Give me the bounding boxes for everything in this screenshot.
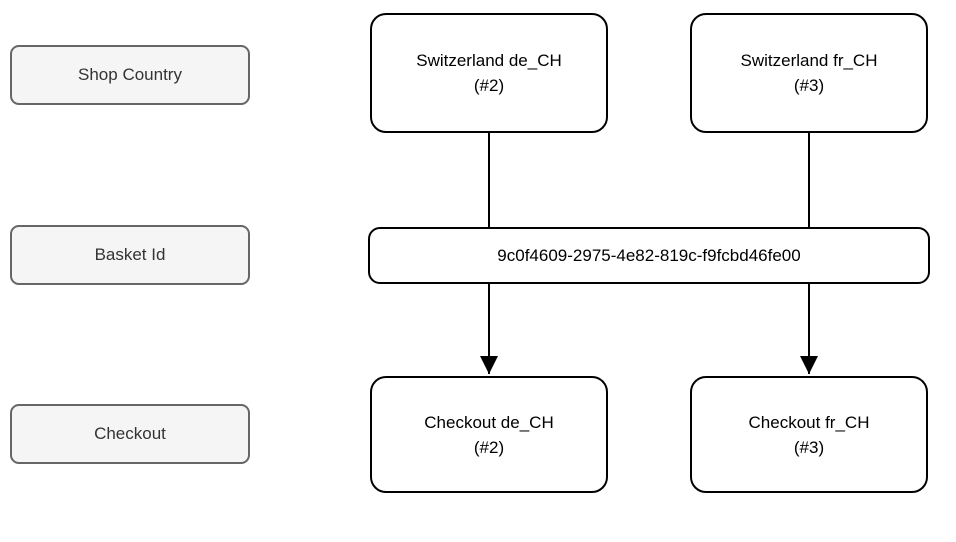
row-label-shop-country: Shop Country bbox=[10, 45, 250, 105]
node-shop-country-fr-ch: Switzerland fr_CH (#3) bbox=[690, 13, 928, 133]
node-checkout-de-ch: Checkout de_CH (#2) bbox=[370, 376, 608, 493]
node-subtitle: (#2) bbox=[473, 76, 505, 95]
node-title: Checkout fr_CH bbox=[748, 412, 870, 432]
node-shop-country-de-ch: Switzerland de_CH (#2) bbox=[370, 13, 608, 133]
row-label-checkout: Checkout bbox=[10, 404, 250, 464]
row-label-basket-id: Basket Id bbox=[10, 225, 250, 285]
node-basket-id: 9c0f4609-2975-4e82-819c-f9fcbd46fe00 bbox=[368, 227, 930, 284]
node-subtitle: (#3) bbox=[793, 76, 825, 95]
basket-uuid: 9c0f4609-2975-4e82-819c-f9fcbd46fe00 bbox=[497, 246, 801, 265]
node-subtitle: (#3) bbox=[793, 437, 825, 457]
node-title: Switzerland fr_CH bbox=[740, 51, 878, 70]
node-checkout-fr-ch: Checkout fr_CH (#3) bbox=[690, 376, 928, 493]
node-title: Checkout de_CH bbox=[424, 412, 554, 432]
node-title: Switzerland de_CH bbox=[416, 51, 562, 70]
node-subtitle: (#2) bbox=[473, 437, 505, 457]
